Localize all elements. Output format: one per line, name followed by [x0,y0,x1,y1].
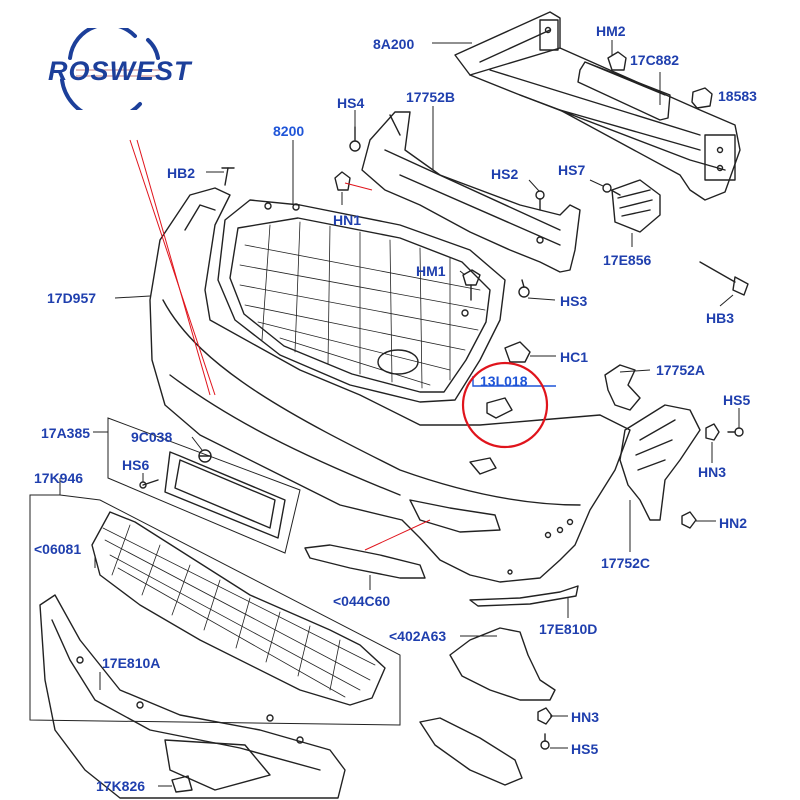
label-17752A: 17752A [656,362,706,378]
label-17E810A: 17E810A [102,655,161,671]
bracket-18583 [691,87,713,109]
label-HS6: HS6 [122,457,150,473]
sensor-bracket-17E856 [611,179,661,233]
screw-HS5-lower [540,733,550,750]
label-17K826: 17K826 [96,778,146,794]
label-HN2: HN2 [719,515,748,531]
label-18583: 18583 [718,88,757,104]
leader-17K946-frame [29,478,401,726]
reinforcement-bar-8A200 [454,11,741,201]
label-17D957: 17D957 [47,290,97,306]
bumper-cover-17D957 [149,187,631,583]
plate-bracket-17A385 [164,451,286,539]
trim-044C60 [304,544,426,579]
leader-17752A [619,369,651,373]
leader-HS3 [527,297,556,301]
clip-HM1 [462,269,481,301]
bracket-402A63 [449,627,556,701]
label-HN1: HN1 [333,212,362,228]
label-HC1: HC1 [560,349,589,365]
trim-17E810D [469,585,579,607]
label-HS5-upper: HS5 [723,392,751,408]
leader-HM1 [459,270,466,276]
label-402A63: <402A63 [389,628,447,644]
screw-HS2 [535,190,545,211]
leader-17A385-frame [93,417,301,554]
roswest-logo [60,28,160,110]
nut-HN2 [681,511,697,529]
label-9C038: 9C038 [131,429,173,445]
part-17K826 [171,775,193,793]
screw-HS4 [349,126,361,152]
screw-HS5-upper [727,427,744,437]
screw-HS3 [518,279,530,298]
leader-HB3 [719,294,734,307]
label-HB2: HB2 [167,165,196,181]
red-guide-line-4 [364,519,431,551]
label-17K946: 17K946 [34,470,84,486]
undertray-17E810A [39,594,346,799]
absorber-17C882 [577,61,671,121]
bracket-17752A [604,364,641,411]
label-17752C: 17752C [601,555,651,571]
clip-HM2 [607,51,627,71]
bolt-HB2 [221,167,235,186]
label-HS2: HS2 [491,166,519,182]
nut-HN3-upper [705,423,720,441]
label-HS4: HS4 [337,95,365,111]
highlight-circle [461,361,549,449]
label-8A200: 8A200 [373,36,415,52]
label-HS7: HS7 [558,162,586,178]
leader-9C038 [191,436,203,451]
bolt-HB3 [699,261,749,296]
clip-HC1 [504,341,531,363]
label-HM1: HM1 [416,263,446,279]
label-13L018: 13L018 [480,373,528,389]
red-guide-line-2 [136,139,211,396]
leader-17D957 [114,295,151,299]
label-HN3-upper: HN3 [698,464,727,480]
label-HB3: HB3 [706,310,735,326]
lower-trim-piece [419,717,523,786]
label-HM2: HM2 [596,23,626,39]
nut-HN1 [334,171,351,191]
label-044C60: <044C60 [333,593,391,609]
screw-HS7 [602,183,621,196]
bracket-17752B [361,111,581,273]
label-8200: 8200 [273,123,305,139]
lower-grille-06081 [91,511,386,706]
label-HS5-lower: HS5 [571,741,599,757]
nut-HN3-lower [537,707,553,725]
label-17752B: 17752B [406,89,456,105]
label-17C882: 17C882 [630,52,680,68]
red-guide-line-3 [344,182,373,191]
bracket-17752C [619,404,701,521]
leader-HS2 [528,179,540,192]
label-17A385: 17A385 [41,425,91,441]
label-HN3-lower: HN3 [571,709,600,725]
logo-text: ROSWEST [48,56,192,86]
label-HS3: HS3 [560,293,588,309]
label-06081: <06081 [34,541,82,557]
red-guide-line-1 [129,139,216,396]
label-17E810D: 17E810D [539,621,598,637]
cover-13L018 [486,397,513,419]
leader-HS7 [589,179,604,187]
grille-8200 [217,199,506,403]
label-17E856: 17E856 [603,252,652,268]
